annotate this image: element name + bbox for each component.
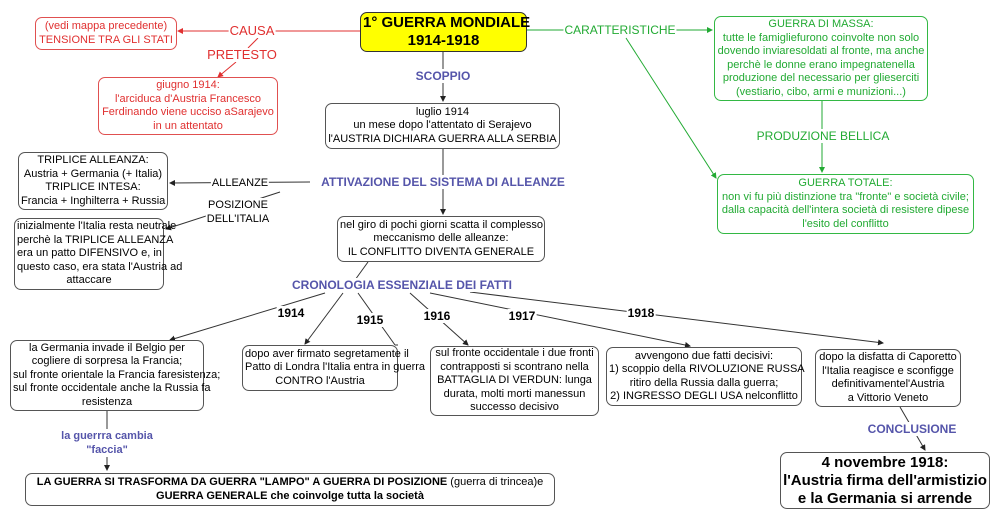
node-text-line: giugno 1914: (156, 79, 220, 91)
node-text-line: perchè la TRIPLICE ALLEANZA (17, 233, 174, 246)
cronologia-label: CRONOLOGIA ESSENZIALE DEI FATTI (290, 278, 514, 292)
caratteristiche-label: CARATTERISTICHE (563, 23, 677, 37)
node-text-line: l'arciduca d'Austria Francesco (114, 92, 262, 105)
node-text-line: Austria + Germania (+ Italia) (23, 167, 163, 180)
node-text-line: Ferdinando viene ucciso aSarajevo (102, 106, 274, 118)
event-1917-node[interactable]: avvengono due fatti decisivi:1) scoppio … (606, 347, 805, 406)
year-1918-label: 1918 (626, 306, 656, 320)
node-text-line: GUERRA DI MASSA: (768, 18, 874, 30)
node-text-line: che coinvolge tutta la società (267, 489, 424, 502)
node-text-line: 1° GUERRA MONDIALE (363, 14, 531, 31)
node-text-line: era un patto DIFENSIVO e, in (17, 247, 162, 260)
attivazione-label: ATTIVAZIONE DEL SISTEMA DI ALLEANZE (320, 175, 566, 189)
node-text-line: (vedi mappa precedente) (44, 20, 168, 32)
node-text-line: durata, molti morti manessun (443, 387, 586, 400)
pretesto-label: PRETESTO (206, 47, 278, 62)
node-text-line: GUERRA GENERALE (156, 489, 268, 502)
posizione-italia-label: POSIZIONE DELL'ITALIA (205, 198, 271, 226)
node-text-line: perchè le donne erano impegnatenella (727, 58, 915, 71)
node-text-line: Patto di Londra l'Italia entra in guerra (245, 361, 426, 374)
node-text-line: e la Germania si arrende (797, 489, 973, 507)
node-text-line: l'Austria firma dell'armistizio (783, 471, 987, 489)
node-text-line: 4 novembre 1918: (821, 453, 949, 471)
node-text-line: meccanismo delle alleanze: (373, 232, 509, 245)
node-text-line: GUERRA TOTALE: (798, 177, 893, 189)
node-text-line: questo caso, era stata l'Austria ad (17, 260, 183, 273)
node-text-line: dalla capacità dell'intera società di re… (721, 204, 970, 216)
node-text-line: Francia + Inghilterra + Russia (21, 194, 166, 207)
node-text-line: un mese dopo l'attentato di Serajevo (353, 119, 532, 132)
year-1914-label: 1914 (276, 306, 306, 320)
produzione-bellica-label: PRODUZIONE BELLICA (755, 129, 891, 143)
pretesto-node[interactable]: giugno 1914:l'arciduca d'Austria Frances… (98, 77, 278, 135)
node-text-line: 1914-1918 (407, 32, 480, 49)
node-text-line: "faccia" (86, 444, 128, 456)
node-text-line: DELL'ITALIA (206, 213, 270, 225)
node-text-line: l'AUSTRIA DICHIARA GUERRA ALLA SERBIA (328, 132, 557, 145)
node-text-line: l'esito del conflitto (802, 217, 889, 230)
conclusione-node[interactable]: 4 novembre 1918:l'Austria firma dell'arm… (780, 452, 990, 509)
alleanze-label: ALLEANZE (210, 176, 270, 190)
node-text-line: cogliere di sorpresa la Francia; (31, 355, 183, 368)
node-text-line: resistenza (81, 395, 133, 408)
node-text-line: la guerrra cambia (61, 430, 153, 442)
node-text-line: (vestiario, cibo, armi e munizioni...) (736, 85, 906, 98)
node-text-line: 2) INGRESSO DEGLI USA nelconflitto (610, 390, 798, 402)
node-text-line: l'Italia reagisce e sconfigge (822, 364, 954, 377)
node-text-line: sul fronte orientale la Francia faresist… (13, 368, 221, 381)
node-text-line: a Vittorio Veneto (847, 391, 929, 404)
year-1915-label: 1915 (355, 313, 385, 327)
node-text-line: luglio 1914 (415, 105, 470, 118)
node-text-line: inizialmente l'Italia resta neutrale (17, 220, 177, 233)
guerra-totale-node[interactable]: GUERRA TOTALE:non vi fu più distinzione … (717, 174, 974, 234)
year-1916-label: 1916 (422, 309, 452, 323)
node-text-line: successo decisivo (470, 401, 559, 414)
node-text-line: POSIZIONE (208, 199, 268, 211)
node-text-line: TRIPLICE ALLEANZA: (37, 154, 149, 166)
guerra-posizione-node[interactable]: LA GUERRA SI TRASFORMA DA GUERRA "LAMPO"… (25, 473, 555, 506)
node-text-line: sul fronte occidentale i due fronti (435, 347, 594, 360)
conflitto-generale-node[interactable]: nel giro di pochi giorni scatta il compl… (337, 216, 545, 262)
node-text-line: sul fronte occidentale anche la Russia f… (13, 382, 211, 395)
node-text-line: TENSIONE TRA GLI STATI (39, 33, 173, 46)
guerra-di-massa-node[interactable]: GUERRA DI MASSA:tutte le famigliefurono … (714, 16, 928, 101)
node-text-line: attaccare (66, 274, 112, 287)
node-text-line: dovendo inviaresoldati al fronte, ma anc… (717, 45, 925, 57)
node-text-line: TRIPLICE INTESA: (45, 181, 141, 193)
node-text-line: nel giro di pochi giorni scatta il compl… (340, 218, 543, 231)
node-text-line: BATTAGLIA DI VERDUN: lunga (437, 374, 592, 387)
node-text-line: produzione del necessario per gliesercit… (722, 72, 920, 84)
node-text-line: dopo la disfatta di Caporetto (819, 351, 957, 363)
node-text-line: 1) scoppio della RIVOLUZIONE RUSSA (609, 363, 805, 375)
node-text-line: LA GUERRA SI TRASFORMA DA GUERRA "LAMPO"… (36, 476, 448, 488)
conclusione-label: CONCLUSIONE (866, 422, 958, 436)
node-text-line: definitivamentel'Austria (831, 378, 945, 390)
year-1917-label: 1917 (507, 309, 537, 323)
node-text-line: in un attentato (153, 119, 223, 132)
node-text-line: (guerra di trincea)e (447, 476, 544, 488)
guerra-cambia-label: la guerrra cambia "faccia" (60, 429, 154, 457)
node-text-line: avvengono due fatti decisivi: (634, 349, 774, 362)
node-text-line: non vi fu più distinzione tra "fronte" e… (722, 190, 969, 203)
causa-node[interactable]: (vedi mappa precedente)TENSIONE TRA GLI … (35, 17, 177, 50)
causa-label: CAUSA (228, 23, 276, 38)
node-text-line: la Germania invade il Belgio per (29, 341, 185, 354)
scoppio-label: SCOPPIO (414, 69, 472, 83)
node-text-line: CONTRO l'Austria (275, 374, 365, 387)
alleanze-node[interactable]: TRIPLICE ALLEANZA:Austria + Germania (+ … (18, 152, 168, 210)
node-text-line: dopo aver firmato segretamente il (245, 347, 409, 360)
node-text-line: IL CONFLITTO DIVENTA GENERALE (347, 245, 535, 258)
node-text-line: contrapposti si scontrano nella (440, 360, 589, 373)
node-text-line: ritiro della Russia dalla guerra; (629, 376, 779, 389)
node-text-line: tutte le famigliefurono coinvolte non so… (722, 31, 920, 44)
